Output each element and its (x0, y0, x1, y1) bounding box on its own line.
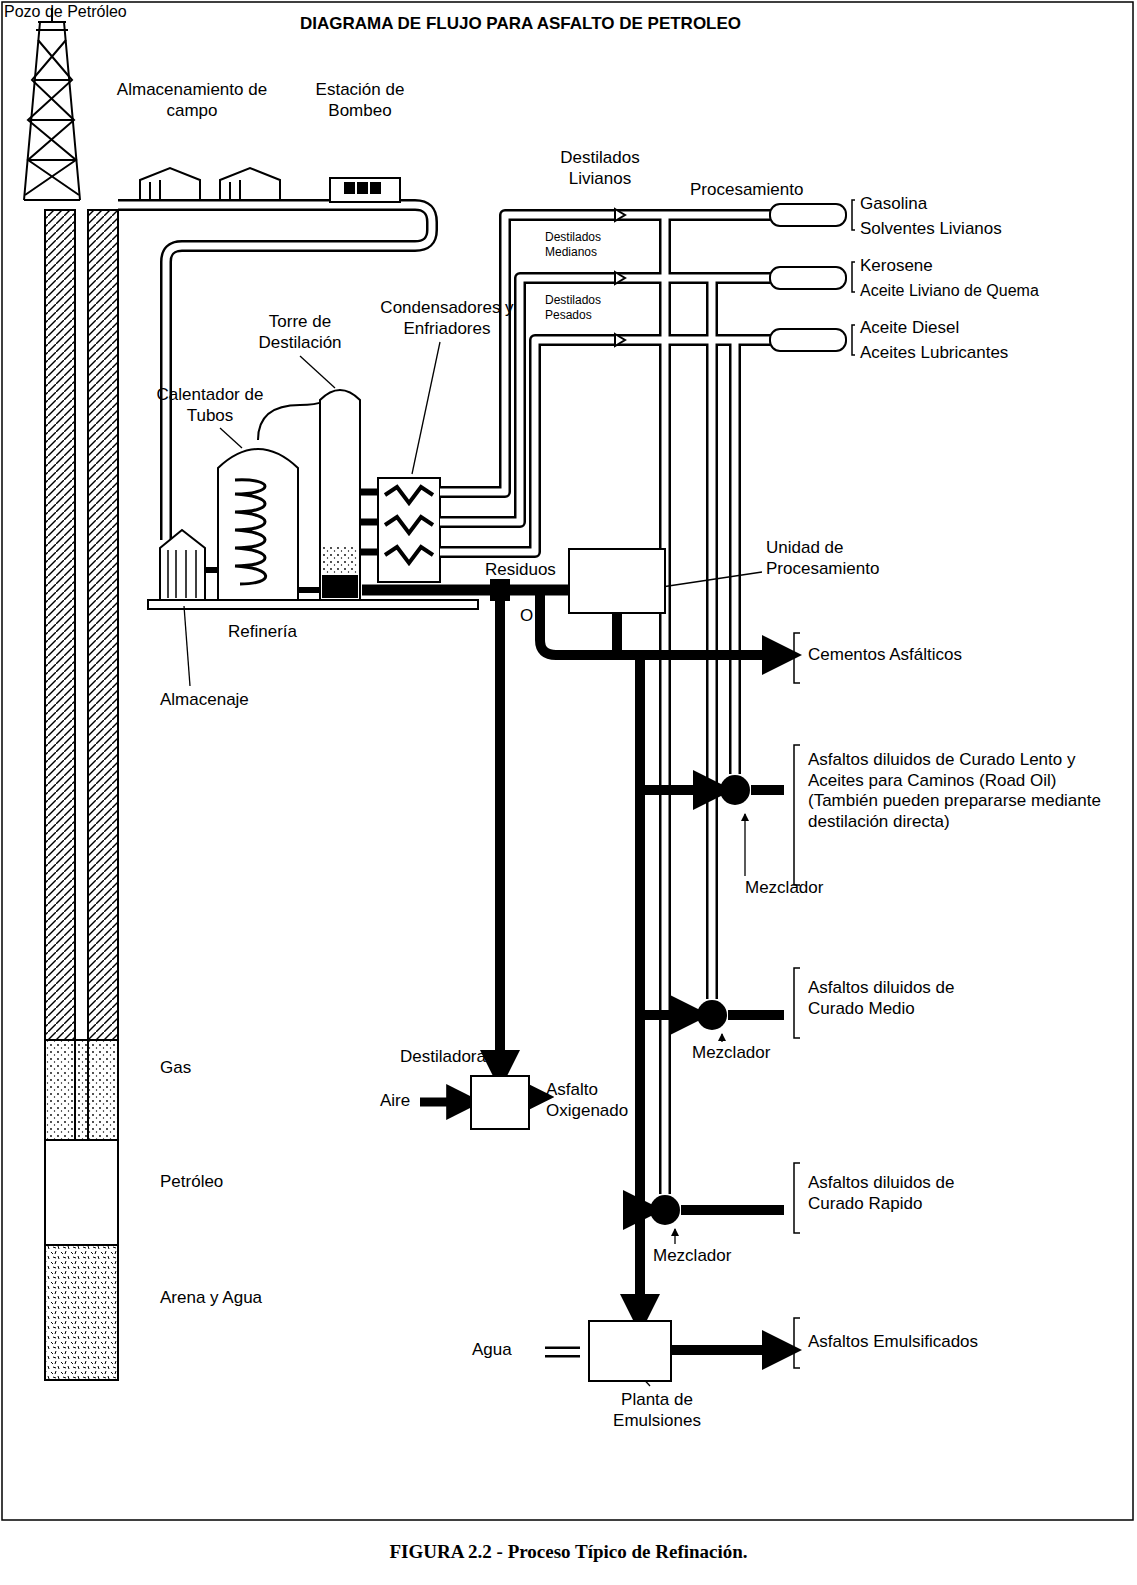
diagram-title: DIAGRAMA DE FLUJO PARA ASFALTO DE PETROL… (300, 14, 741, 35)
figure-caption: FIGURA 2.2 - Proceso Típico de Refinació… (0, 1540, 1137, 1563)
refinery-label: Refinería (228, 622, 297, 643)
mixer-circle: Mezclador (719, 774, 751, 806)
emulsion-plant: Planta de Emulsiones (588, 1320, 672, 1382)
stream-label: Residuos (485, 560, 556, 581)
stream-label: Destilados Medianos (545, 230, 635, 259)
node-label: Mezclador (745, 878, 823, 899)
product-label: Asfaltos diluidos de Curado Medio (808, 978, 998, 1019)
condenser-label: Condensadores y Enfriadores (372, 298, 522, 339)
heater-label: Calentador de Tubos (150, 385, 270, 426)
stratum-label: Gas (160, 1058, 191, 1079)
mixer-circle: Mezclador (649, 1194, 681, 1226)
residue-flow (617, 614, 640, 1316)
mixer-outline (649, 1194, 681, 1226)
residue-flow (617, 614, 692, 1015)
mixer-outline (696, 999, 728, 1031)
node-label: Planta de Emulsiones (602, 1390, 712, 1431)
distiller-box: Destiladora (470, 1075, 530, 1130)
product-label: Asfaltos Emulsificados (808, 1332, 978, 1353)
product-label: Asfaltos diluidos de Curado Lento y Acei… (808, 750, 1108, 833)
node-label: Unidad de Procesamiento (766, 538, 916, 579)
node-label: Mezclador (692, 1043, 770, 1064)
node-label: Destiladora (400, 1047, 486, 1068)
input-label: Aire (380, 1091, 410, 1112)
product-label: Asfalto Oxigenado (546, 1080, 636, 1121)
product-label: Gasolina (860, 194, 927, 215)
stream-label: Destilados Pesados (545, 293, 635, 322)
product-label: Aceites Lubricantes (860, 343, 1008, 364)
product-label: Kerosene (860, 256, 933, 277)
storage-label: Almacenamiento de campo (112, 80, 272, 121)
stratum-label: Petróleo (160, 1172, 223, 1193)
well-label: Pozo de Petróleo (4, 2, 127, 22)
product-label: Cementos Asfálticos (808, 645, 962, 666)
stream-label: Destilados Livianos (545, 148, 655, 189)
section-label: Procesamiento (690, 180, 803, 201)
input-label: Agua (472, 1340, 512, 1361)
product-label: Aceite Diesel (860, 318, 959, 339)
product-label: Aceite Liviano de Quema (860, 281, 1039, 301)
product-label: Asfaltos diluidos de Curado Rapido (808, 1173, 998, 1214)
mixer-circle: Mezclador (696, 999, 728, 1031)
storage-label: Almacenaje (160, 690, 249, 711)
tower-label: Torre de Destilación (240, 312, 360, 353)
stratum-label: Arena y Agua (160, 1288, 262, 1309)
product-label: Solventes Livianos (860, 219, 1002, 240)
processing-unit: Unidad de Procesamiento (568, 548, 666, 614)
valve-label: O (520, 606, 533, 627)
node-label: Mezclador (653, 1246, 731, 1267)
mixer-outline (719, 774, 751, 806)
pump-label: Estación de Bombeo (300, 80, 420, 121)
residue-flow (617, 614, 715, 790)
